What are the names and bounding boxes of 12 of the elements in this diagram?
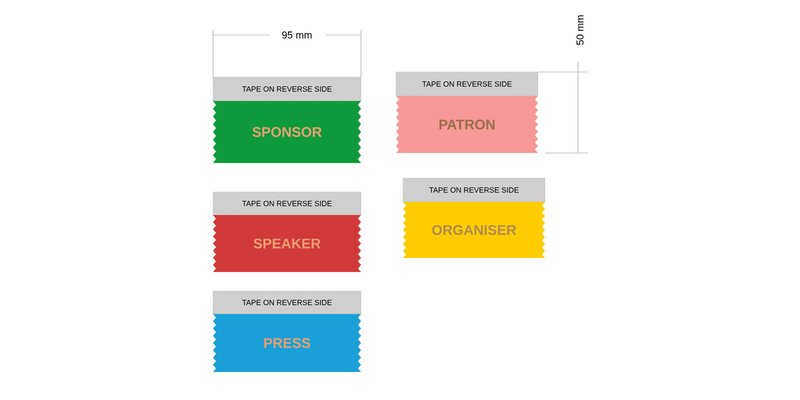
ribbon: [402, 178, 546, 258]
ribbon-title: SPONSOR: [252, 127, 322, 137]
ribbon: [212, 76, 362, 163]
ribbon-title: SPEAKER: [254, 238, 321, 248]
ribbon: [212, 290, 362, 372]
ribbon-title: PRESS: [264, 338, 310, 348]
ribbon-title: PATRON: [439, 120, 495, 130]
ribbon: [212, 192, 362, 272]
dimension-label: 50 mm: [576, 15, 584, 45]
ribbon-title: ORGANISER: [432, 225, 516, 235]
ribbon: [396, 72, 538, 153]
dimension-label: 95 mm: [282, 31, 312, 39]
